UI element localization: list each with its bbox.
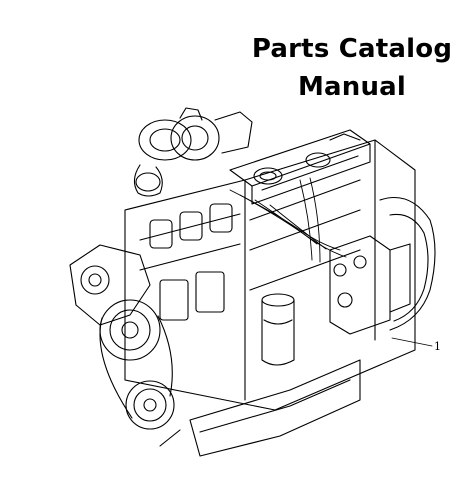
title-line-1: Parts Catalog [251,34,453,64]
page-title: Parts Catalog Manual [230,30,474,106]
turbocharger [133,107,253,197]
oil-pan [159,359,361,457]
fuel-filter [261,293,295,366]
flywheel-housing [379,196,436,331]
fuel-lines [229,177,347,263]
callout-label: 1 [434,340,441,353]
title-line-2: Manual [297,72,407,102]
engine-block [124,139,416,411]
front-pulley [69,244,175,430]
callout-leader [391,337,433,347]
rocker-cover [229,129,371,205]
injection-pump [329,235,411,335]
